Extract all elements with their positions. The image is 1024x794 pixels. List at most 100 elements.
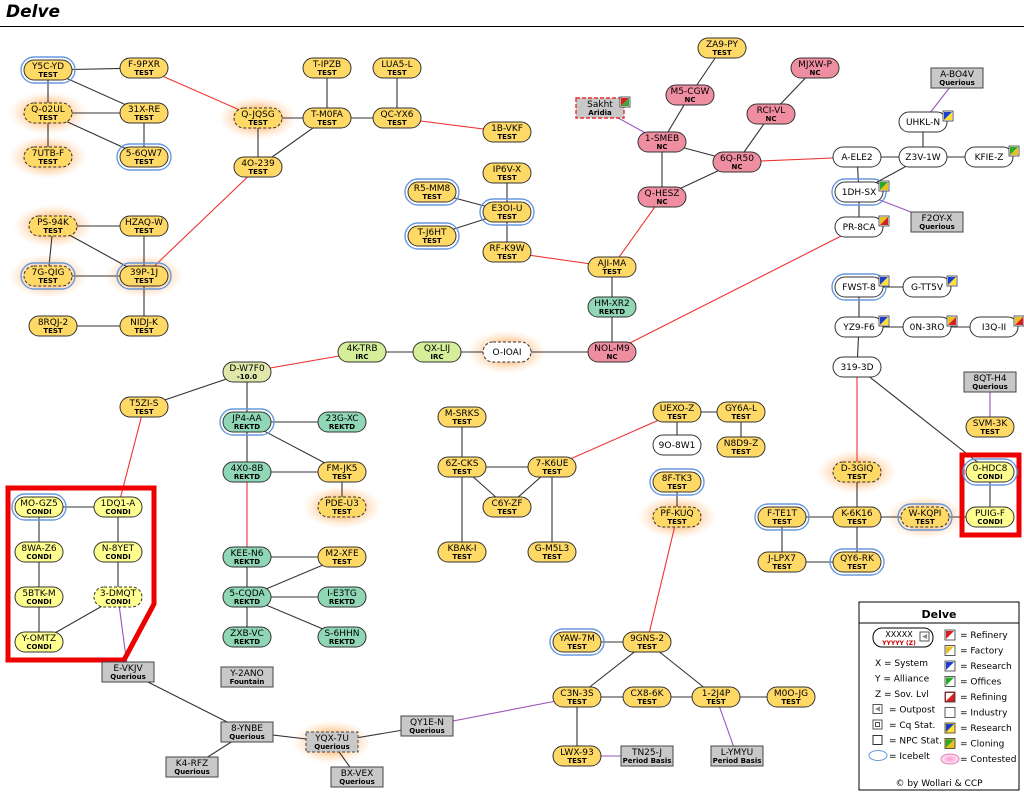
system-1dh-sx[interactable]: 1DH-SX <box>831 178 890 206</box>
system-fwst-8[interactable]: FWST-8 <box>831 273 890 301</box>
system-o-ioai[interactable]: O-IOAI <box>482 341 532 363</box>
system-pr-8ca[interactable]: PR-8CA <box>834 215 890 238</box>
system-kfie-z[interactable]: KFIE-Z <box>964 145 1020 168</box>
system-319-3d[interactable]: 319-3D <box>832 356 882 378</box>
system-9o-8w1[interactable]: 9O-8W1 <box>652 434 702 456</box>
system-i3q-ii[interactable]: I3Q-II <box>969 315 1024 338</box>
system-a-ele2[interactable]: A-ELE2 <box>832 146 882 168</box>
system-g-tt5v[interactable]: G-TT5V <box>902 275 958 298</box>
system-0n-3ro[interactable]: 0N-3RO <box>902 315 958 338</box>
system-mjxw-p[interactable]: MJXW-PNC <box>790 57 840 79</box>
system-z3v-1w[interactable]: Z3V-1W <box>898 146 948 168</box>
system-yz9-f6[interactable]: YZ9-F6 <box>834 315 890 338</box>
system-uhkl-n[interactable]: UHKL-N <box>898 110 954 133</box>
